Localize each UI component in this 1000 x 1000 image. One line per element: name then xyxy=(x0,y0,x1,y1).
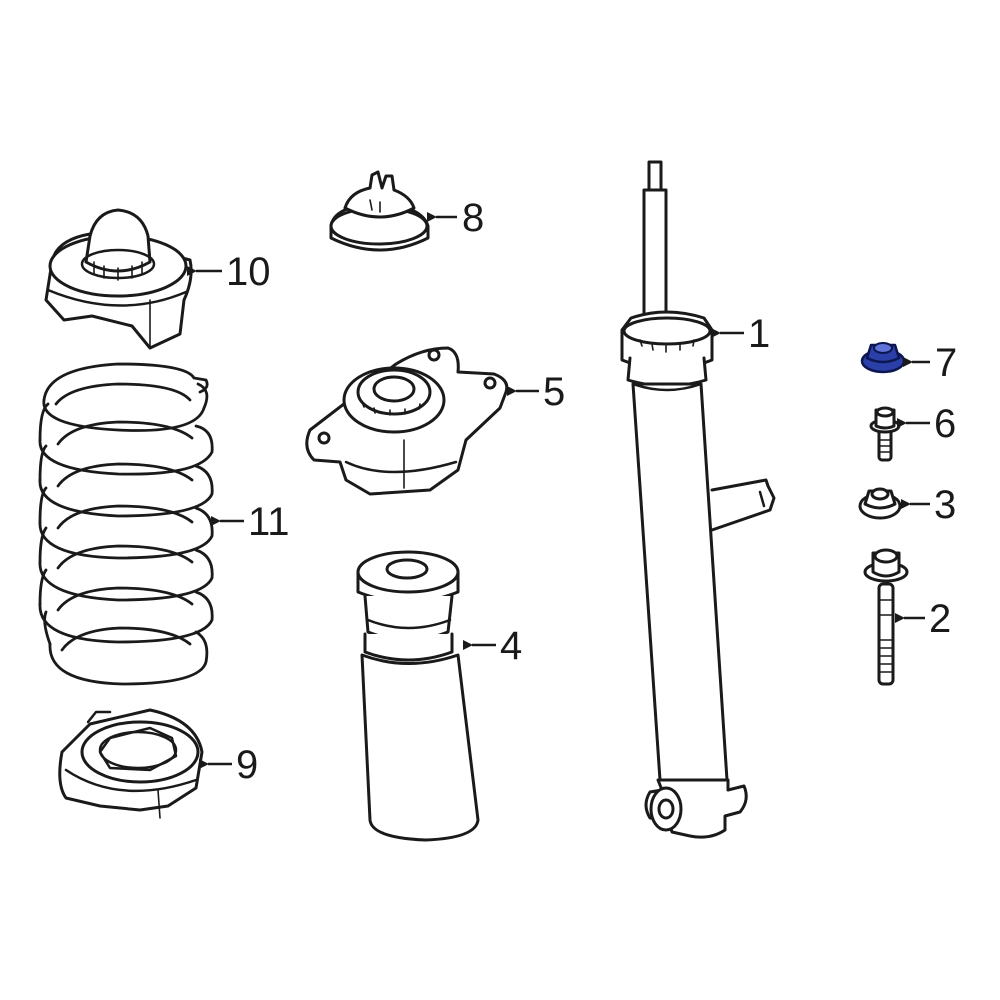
callout-7[interactable]: 7 xyxy=(935,341,957,385)
lower-spring-seat-part[interactable] xyxy=(58,708,204,819)
callout-2[interactable]: 2 xyxy=(929,597,951,641)
long-bolt-part[interactable] xyxy=(863,548,909,686)
callout-4[interactable]: 4 xyxy=(500,624,522,668)
callout-5[interactable]: 5 xyxy=(543,370,565,414)
callout-10[interactable]: 10 xyxy=(226,250,271,294)
callout-3[interactable]: 3 xyxy=(934,483,956,527)
top-mount-part[interactable] xyxy=(305,346,509,496)
callout-1[interactable]: 1 xyxy=(748,312,770,356)
short-bolt-part[interactable] xyxy=(869,406,901,462)
bump-cap-part[interactable] xyxy=(329,170,430,252)
callout-11[interactable]: 11 xyxy=(248,500,290,544)
flange-nut-part[interactable] xyxy=(858,487,902,520)
callout-arrows xyxy=(187,212,930,769)
callout-9[interactable]: 9 xyxy=(236,743,258,787)
shock-absorber-part[interactable] xyxy=(620,160,776,839)
dust-boot-part[interactable] xyxy=(356,550,480,842)
coil-spring-part[interactable] xyxy=(38,362,214,686)
callout-6[interactable]: 6 xyxy=(934,402,956,446)
callout-8[interactable]: 8 xyxy=(462,196,484,240)
upper-spring-seat-part[interactable] xyxy=(44,208,193,350)
highlighted-nut-part[interactable] xyxy=(860,342,906,374)
